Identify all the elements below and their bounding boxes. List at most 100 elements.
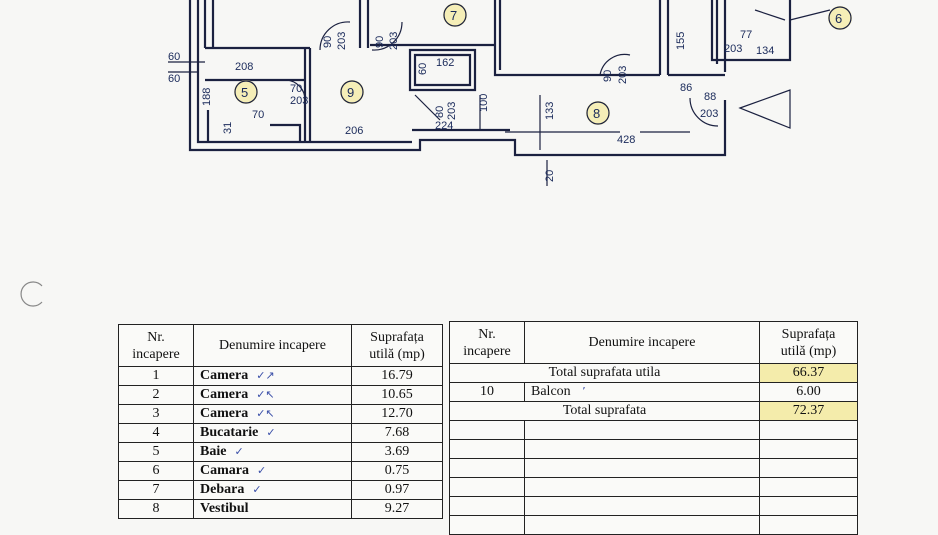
col-area-header: Suprafața utilă (mp) bbox=[351, 324, 443, 367]
table-row: 10 Balcon ʼ 6.00 bbox=[449, 382, 858, 402]
table-row: Total suprafata utila 66.37 bbox=[449, 363, 858, 383]
dim-label: 203 bbox=[724, 43, 742, 55]
room-area: 0.75 bbox=[351, 461, 443, 481]
room-nr: 4 bbox=[118, 423, 194, 443]
col-nr-header: Nr. incapere bbox=[118, 324, 194, 367]
room-nr: 5 bbox=[118, 442, 194, 462]
room-name: Debara✓ bbox=[193, 480, 352, 500]
dim-label: 70 bbox=[290, 83, 302, 95]
dim-label: 77 bbox=[740, 29, 752, 41]
dim-label: 203 bbox=[446, 102, 458, 120]
balcon-name: Balcon ʼ bbox=[524, 382, 760, 402]
table-row bbox=[449, 439, 858, 459]
room-area: 3.69 bbox=[351, 442, 443, 462]
room-nr: 3 bbox=[118, 404, 194, 424]
check-mark: ✓ bbox=[266, 426, 276, 439]
room-name: Camera✓↗ bbox=[193, 366, 352, 386]
rooms-table-left: Nr. incapere Denumire incapere Suprafața… bbox=[118, 324, 443, 519]
dim-label: 203 bbox=[388, 32, 400, 50]
dim-label: 203 bbox=[617, 66, 629, 84]
dim-label: 60 bbox=[168, 73, 180, 85]
dim-label: 162 bbox=[436, 57, 454, 69]
col-nr-header: Nr. incapere bbox=[449, 321, 525, 364]
dim-label: 134 bbox=[756, 45, 774, 57]
table-row bbox=[449, 458, 858, 478]
room-marker: 6 bbox=[835, 11, 842, 26]
dim-label: 60 bbox=[417, 63, 429, 75]
check-mark: ✓↖ bbox=[256, 407, 275, 420]
check-mark: ✓ bbox=[257, 464, 267, 477]
total-util-label: Total suprafata utila bbox=[449, 363, 760, 383]
total-label: Total suprafata bbox=[449, 401, 760, 421]
table-row bbox=[449, 496, 858, 516]
check-mark: ✓↗ bbox=[256, 369, 275, 382]
room-marker: 7 bbox=[450, 8, 457, 23]
room-area: 12.70 bbox=[351, 404, 443, 424]
room-nr: 6 bbox=[118, 461, 194, 481]
room-name: Baie✓ bbox=[193, 442, 352, 462]
dim-label: 133 bbox=[544, 102, 556, 120]
dim-label: 86 bbox=[680, 82, 692, 94]
room-name: Camera✓↖ bbox=[193, 385, 352, 405]
dim-label: 188 bbox=[201, 88, 213, 106]
room-area: 10.65 bbox=[351, 385, 443, 405]
dim-label: 208 bbox=[235, 61, 253, 73]
dim-label: 88 bbox=[704, 91, 716, 103]
dim-label: 60 bbox=[168, 51, 180, 63]
room-area: 16.79 bbox=[351, 366, 443, 386]
rooms-table-right: Nr. incapere Denumire incapere Suprafața… bbox=[449, 321, 858, 535]
table-row bbox=[449, 420, 858, 440]
floor-plan: 60 60 208 188 31 70 70 203 90 203 90 203… bbox=[20, 0, 852, 307]
dim-label: 203 bbox=[700, 108, 718, 120]
dim-label: 90 bbox=[374, 36, 386, 48]
check-mark: ✓ bbox=[234, 445, 244, 458]
col-name-header: Denumire incapere bbox=[193, 324, 352, 367]
table-row bbox=[449, 477, 858, 497]
dim-label: 155 bbox=[675, 32, 687, 50]
room-name: Vestibul bbox=[193, 499, 352, 519]
room-area: 0.97 bbox=[351, 480, 443, 500]
check-mark: ✓↖ bbox=[256, 388, 275, 401]
room-nr: 1 bbox=[118, 366, 194, 386]
col-area-header: Suprafața utilă (mp) bbox=[759, 321, 858, 364]
balcon-area: 6.00 bbox=[759, 382, 858, 402]
col-name-header: Denumire incapere bbox=[524, 321, 760, 364]
room-marker: 5 bbox=[241, 85, 248, 100]
dim-label: 90 bbox=[602, 70, 614, 82]
dim-label: 206 bbox=[345, 125, 363, 137]
total-value: 72.37 bbox=[759, 401, 858, 421]
room-nr: 7 bbox=[118, 480, 194, 500]
balcon-nr: 10 bbox=[449, 382, 525, 402]
room-name: Camara✓ bbox=[193, 461, 352, 481]
dim-label: 70 bbox=[252, 109, 264, 121]
dim-label: 428 bbox=[617, 134, 635, 146]
dim-label: 90 bbox=[322, 36, 334, 48]
room-name: Camera✓↖ bbox=[193, 404, 352, 424]
dim-label: 203 bbox=[336, 32, 348, 50]
total-util-value: 66.37 bbox=[759, 363, 858, 383]
room-nr: 8 bbox=[118, 499, 194, 519]
dim-label: 224 bbox=[435, 120, 453, 132]
dim-label: 80 bbox=[434, 106, 446, 118]
room-marker: 8 bbox=[593, 106, 600, 121]
room-area: 7.68 bbox=[351, 423, 443, 443]
dim-label: 203 bbox=[290, 95, 308, 107]
table-row bbox=[449, 515, 858, 535]
dim-label: 100 bbox=[478, 94, 490, 112]
room-nr: 2 bbox=[118, 385, 194, 405]
room-marker: 9 bbox=[347, 85, 354, 100]
room-area: 9.27 bbox=[351, 499, 443, 519]
table-row: Total suprafata 72.37 bbox=[449, 401, 858, 421]
dim-label: 31 bbox=[222, 122, 234, 134]
room-name: Bucatarie✓ bbox=[193, 423, 352, 443]
dim-label: 20 bbox=[544, 170, 556, 182]
check-mark: ✓ bbox=[252, 483, 262, 496]
